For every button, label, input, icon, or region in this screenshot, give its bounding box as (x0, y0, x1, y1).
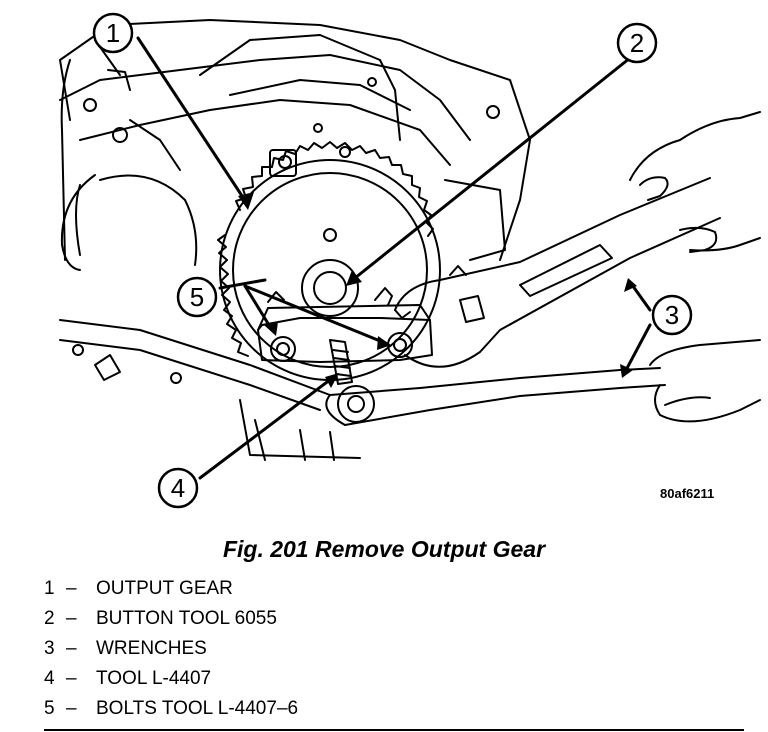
forcing-screw (329, 339, 375, 423)
callout-circle-5 (176, 276, 218, 318)
legend-number: 3 (44, 638, 55, 659)
hands (629, 111, 761, 423)
callout-number-3: 3 (665, 300, 679, 330)
figure-title: Fig. 201 Remove Output Gear (222, 536, 546, 562)
legend-list: 1–OUTPUT GEAR 2–BUTTON TOOL 6055 3–WRENC… (44, 574, 298, 724)
callout-circle-4 (157, 467, 199, 509)
legend-label: TOOL L-4407 (96, 668, 212, 689)
legend-number: 1 (44, 578, 55, 599)
drawing-id: 80af6211 (660, 486, 715, 501)
legend-dash: – (66, 698, 77, 719)
legend-label: OUTPUT GEAR (96, 578, 233, 599)
callout-numbers: 1 2 3 4 5 (106, 18, 679, 503)
legend-label: BUTTON TOOL 6055 (96, 608, 277, 629)
legend-dash: – (66, 638, 77, 659)
legend-item: 3–WRENCHES (44, 634, 298, 664)
transmission-case (59, 19, 531, 384)
case-bore (60, 174, 198, 271)
callout-number-2: 2 (630, 28, 644, 58)
legend-number: 2 (44, 608, 55, 629)
bottom-rule (44, 729, 744, 731)
legend-item: 5–BOLTS TOOL L-4407–6 (44, 694, 298, 724)
callout-number-1: 1 (106, 18, 120, 48)
output-gear-removal-illustration: 1 2 3 4 5 (59, 12, 761, 509)
callout-circles (92, 12, 693, 509)
legend-number: 4 (44, 668, 55, 689)
callout-number-4: 4 (171, 473, 185, 503)
legend-label: WRENCHES (96, 638, 207, 659)
lower-wrench (325, 367, 666, 426)
legend-dash: – (66, 608, 77, 629)
output-gear (217, 141, 441, 381)
bench-structure (59, 319, 361, 461)
legend-number: 5 (44, 698, 55, 719)
callout-circle-2 (616, 22, 658, 64)
callout-circle-1 (92, 12, 134, 54)
callout-number-5: 5 (190, 282, 204, 312)
legend-dash: – (66, 578, 77, 599)
legend-item: 1–OUTPUT GEAR (44, 574, 298, 604)
callout-arrowheads (238, 192, 637, 388)
legend-item: 2–BUTTON TOOL 6055 (44, 604, 298, 634)
legend-label: BOLTS TOOL L-4407–6 (96, 698, 299, 719)
callout-leaders (136, 36, 652, 480)
callout-circle-3 (651, 294, 693, 336)
legend-dash: – (66, 668, 77, 689)
legend-item: 4–TOOL L-4407 (44, 664, 298, 694)
upper-wrench (394, 177, 721, 368)
